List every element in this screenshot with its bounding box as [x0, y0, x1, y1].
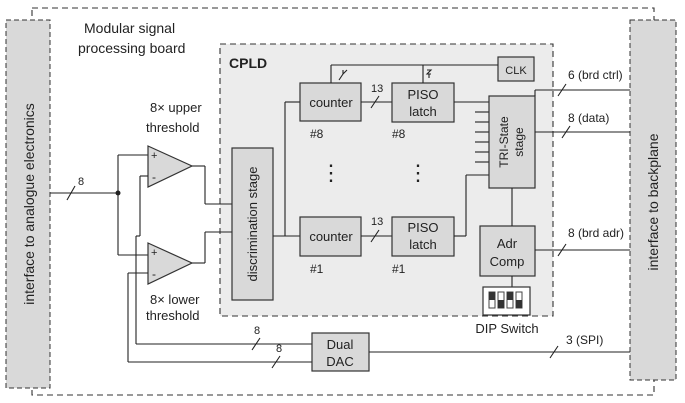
dip-switch-lever-4-knob [516, 300, 522, 308]
dac-bus-b-slash [271, 355, 281, 369]
counter1-label: counter [309, 229, 353, 244]
dual-dac-box [311, 332, 370, 372]
dip-switch-lever-2-knob [498, 300, 504, 308]
right-interface-label: interface to backplane [645, 133, 661, 270]
tristate-box [488, 95, 536, 189]
dac-bus-b-width: 8 [276, 343, 282, 355]
dac-bus-a-width: 8 [254, 325, 260, 337]
tristate-label-1: TRI-State [497, 116, 511, 168]
brd-adr-label: 8 (brd adr) [568, 226, 624, 240]
input-bus-slash [66, 185, 76, 201]
input-bus-width: 8 [78, 176, 84, 188]
right-interface-box [629, 19, 677, 381]
counter8-bus-slash [370, 95, 380, 109]
piso8-line2: latch [409, 104, 436, 119]
dip-switch-lever-1-knob [489, 292, 495, 300]
piso1-index: #1 [392, 262, 406, 276]
data-slash [561, 125, 571, 139]
counter8-bus-width: 13 [371, 83, 383, 95]
lower-plus-sign: + [151, 247, 157, 259]
lower-minus-sign: - [152, 267, 156, 281]
dip-switch-lever-3-knob [507, 292, 513, 300]
brd-ctrl-label: 6 (brd ctrl) [568, 68, 623, 82]
dip-switch-label: DIP Switch [475, 321, 538, 336]
upper-threshold-label-1: 8× upper [150, 100, 202, 115]
counter1-bus-width: 13 [371, 216, 383, 228]
data-label: 8 (data) [568, 111, 609, 125]
counter8-label: counter [309, 95, 353, 110]
dac-line1: Dual [327, 337, 354, 352]
upper-threshold-label-2: threshold [146, 120, 199, 135]
adr-comp-line2: Comp [490, 254, 525, 269]
dac-line2: DAC [326, 354, 353, 369]
counter1-bus-slash [370, 229, 380, 243]
adr-comp-box [479, 225, 536, 277]
left-interface-box [5, 19, 51, 389]
upper-minus-sign: - [152, 170, 156, 184]
left-interface-label: interface to analogue electronics [21, 103, 37, 305]
piso1-box [391, 216, 455, 257]
clk-label: CLK [505, 65, 527, 77]
counter1-index: #1 [310, 262, 324, 276]
piso1-line1: PISO [407, 220, 438, 235]
upper-plus-sign: + [151, 150, 157, 162]
upper-comparator [147, 145, 194, 188]
piso8-index: #8 [392, 127, 406, 141]
spi-slash [549, 345, 559, 359]
dac-bus-a-slash [251, 337, 261, 351]
brd-ctrl-slash [557, 83, 567, 97]
piso-ellipsis: ⋮ [407, 160, 429, 185]
adr-comp-line1: Adr [497, 236, 518, 251]
counter1-box [299, 216, 362, 257]
lower-comparator [147, 242, 194, 285]
rising-edge-icon [338, 69, 348, 81]
lower-threshold-label-1: 8× lower [150, 292, 200, 307]
board-title-line2: processing board [78, 40, 185, 56]
counter8-index: #8 [310, 127, 324, 141]
board-title-line1: Modular signal [84, 20, 175, 36]
tristate-label-2: stage [512, 127, 526, 157]
piso8-line1: PISO [407, 87, 438, 102]
discrimination-stage-box [231, 147, 274, 301]
piso1-line2: latch [409, 237, 436, 252]
discrimination-stage-label: discrimination stage [245, 167, 260, 282]
falling-edge-icon [425, 69, 433, 78]
spi-label: 3 (SPI) [566, 333, 603, 347]
counter-ellipsis: ⋮ [320, 160, 342, 185]
brd-adr-slash [557, 243, 567, 257]
clk-box [497, 56, 535, 82]
cpld-label: CPLD [229, 55, 267, 71]
lower-threshold-label-2: threshold [146, 308, 199, 323]
